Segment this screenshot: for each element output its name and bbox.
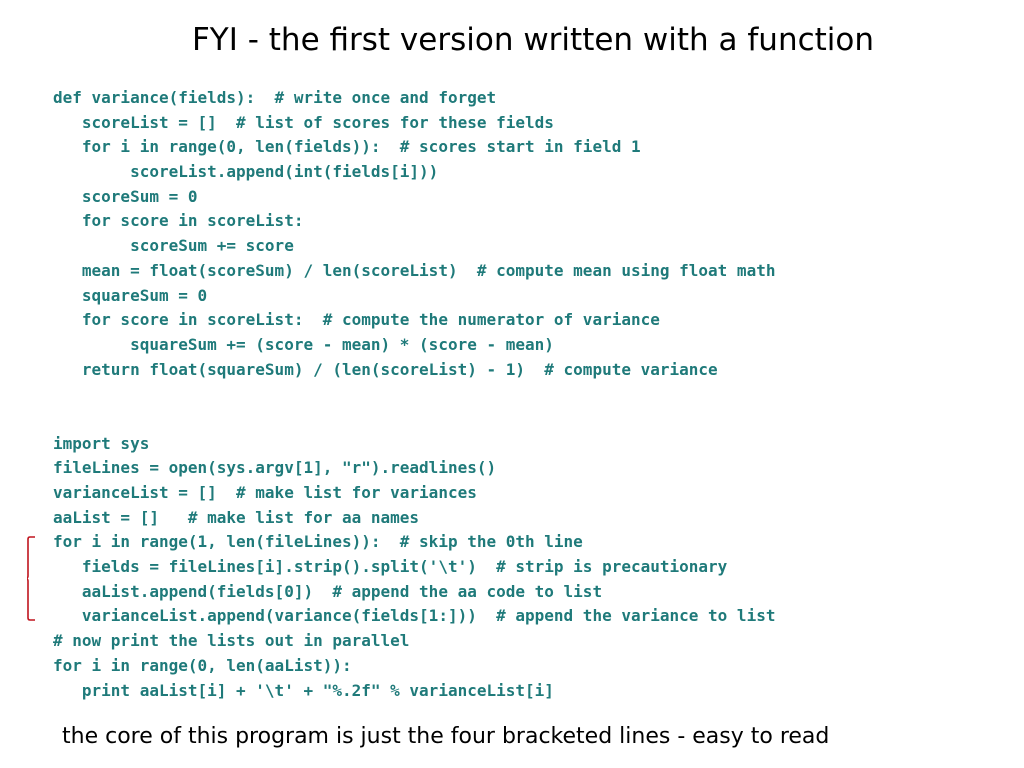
slide-title: FYI - the first version written with a f… (191, 22, 875, 58)
code-line: for i in range(0, len(aaList)): (53, 655, 352, 675)
code-line: for i in range(0, len(fields)): # scores… (53, 137, 641, 157)
code-line: fields = fileLines[i].strip().split('\t'… (53, 557, 728, 577)
slide-caption: the core of this program is just the fou… (62, 724, 830, 749)
code-line: aaList = [] # make list for aa names (53, 507, 420, 527)
code-line: varianceList.append(variance(fields[1:])… (53, 606, 776, 626)
code-line: squareSum += (score - mean) * (score - m… (53, 334, 554, 354)
code-line: scoreList = [] # list of scores for thes… (53, 112, 554, 132)
code-line: import sys (53, 433, 150, 453)
code-block: def variance(fields): # write once and f… (53, 86, 1013, 703)
code-line: return float(squareSum) / (len(scoreList… (53, 359, 718, 379)
code-line: scoreSum = 0 (53, 186, 198, 206)
code-line: for i in range(1, len(fileLines)): # ski… (53, 532, 583, 552)
code-line: def variance(fields): # write once and f… (53, 88, 497, 107)
code-line: # now print the lists out in parallel (53, 631, 410, 651)
code-line: squareSum = 0 (53, 285, 208, 305)
code-line: scoreSum += score (53, 236, 294, 256)
code-line: for score in scoreList: # compute the nu… (53, 310, 660, 330)
code-line: for score in scoreList: (53, 211, 304, 231)
code-line: mean = float(scoreSum) / len(scoreList) … (53, 260, 776, 280)
curly-bracket-icon (27, 536, 35, 621)
code-line: scoreList.append(int(fields[i])) (53, 162, 439, 182)
main-program: import sys fileLines = open(sys.argv[1],… (53, 432, 1013, 704)
function-definition: def variance(fields): # write once and f… (53, 86, 1013, 382)
code-line: fileLines = open(sys.argv[1], "r").readl… (53, 458, 497, 478)
code-line: print aaList[i] + '\t' + "%.2f" % varian… (53, 680, 554, 700)
code-line: aaList.append(fields[0]) # append the aa… (53, 581, 603, 601)
blank-spacer (53, 382, 1013, 431)
code-line: varianceList = [] # make list for varian… (53, 483, 477, 503)
